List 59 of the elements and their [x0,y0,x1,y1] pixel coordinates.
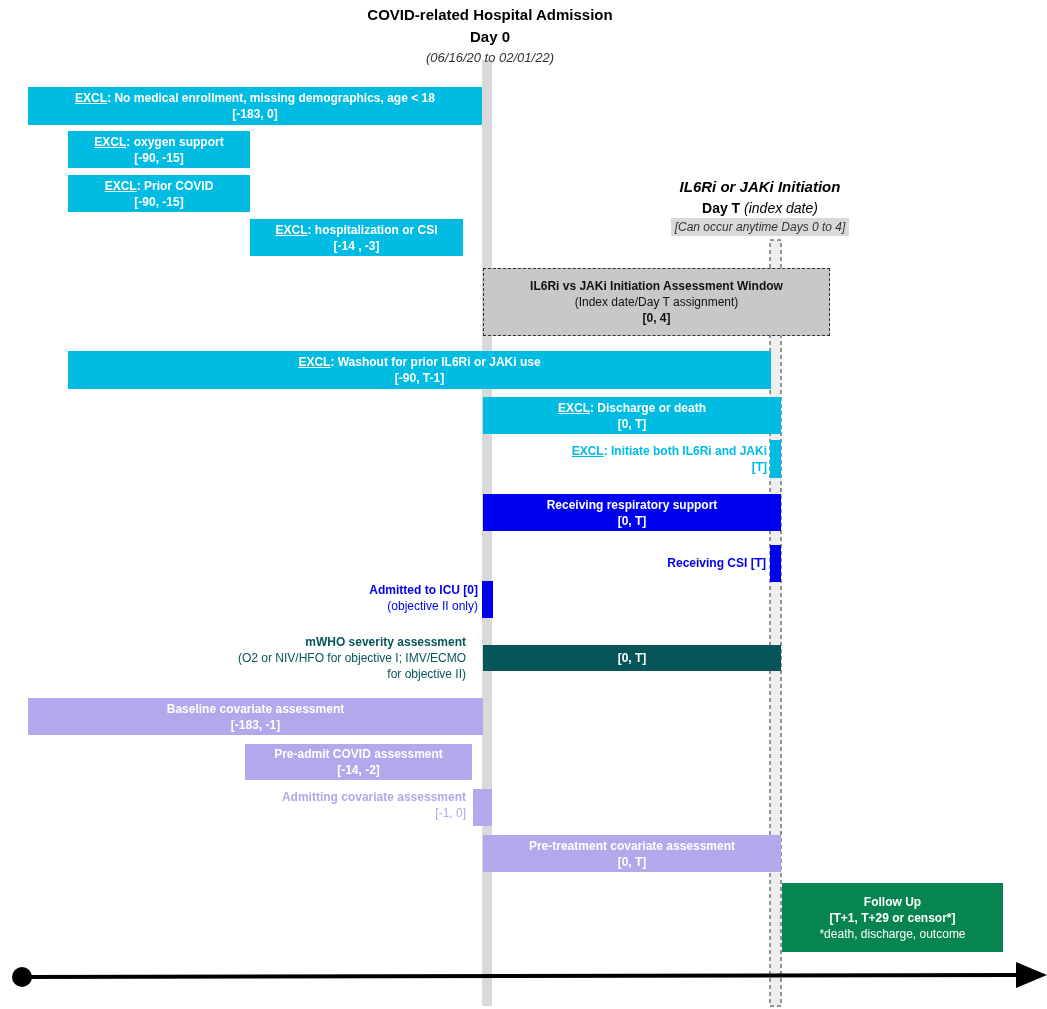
bar-range: [-183, -1] [230,716,281,733]
csi-bar [770,545,781,582]
icu-bar [482,581,493,618]
covariate-bar [483,835,781,872]
bar-note: Admitted to ICU [0] [369,582,478,598]
bar-title: EXCL: No medical enrollment, missing demographics, age < 18 [75,90,435,106]
bar-title: Follow Up [863,893,922,910]
exclusion-bar [68,131,250,168]
respiratory-support-bar [483,494,781,531]
bar-range: [0, T] [617,512,647,529]
covariate-bar [245,744,472,780]
index-heading: Day T (index date) [702,199,818,218]
bar-title: Receiving respiratory support [546,496,718,513]
bar-note: Receiving CSI [T] [667,555,766,571]
assessment-window-box [483,268,830,336]
bar-range: [-90, -15] [134,193,184,210]
exclusion-note: EXCL: Initiate both IL6Ri and JAKi [571,443,767,459]
axis-heading: COVID-related Hospital Admission [367,5,613,25]
bar-range: [0, T] [617,415,647,432]
axis-heading: Day 0 [470,27,510,47]
bar-range: [-14 , -3] [333,237,380,254]
date-range: (06/16/20 to 02/01/22) [426,49,554,67]
exclusion-note: [T] [751,459,767,475]
bar-note: (O2 or NIV/HFO for objective I; IMV/ECMO for objective II) [236,650,466,682]
bar-range: [-14, -2] [337,762,380,778]
exclusion-bar [68,175,250,212]
exclusion-bar [68,351,771,389]
bar-title: EXCL: hospitalization or CSI [275,221,438,238]
bar-range: (Index date/Day T assignment) [574,294,739,310]
covariate-bar [473,789,492,826]
severity-bar [483,645,781,671]
exclusion-bar [250,219,463,256]
bar-title: EXCL: oxygen support [94,133,224,150]
covariate-bar [28,698,483,735]
bar-range: [0, T] [617,853,647,870]
bar-range: [0, 4] [642,310,671,326]
index-heading: IL6Ri or JAKi Initiation [679,177,841,197]
bar-range: [-90, T-1] [394,370,445,386]
bar-title: Baseline covariate assessment [166,700,345,717]
bar-range: [-90, -15] [134,149,184,166]
bar-note: Admitting covariate assessment [281,789,466,805]
bar-title: EXCL: Washout for prior IL6Ri or JAKi use [298,354,541,370]
bar-note: (objective II only) [387,598,478,614]
bar-note: [-1, 0] [435,805,466,821]
index-note: [Can occur anytime Days 0 to 4] [670,218,850,236]
bar-title: Pre-treatment covariate assessment [528,837,736,854]
bar-title: [0, T] [617,650,647,666]
bar-range: [-183, 0] [232,106,278,122]
bar-note: mWHO severity assessment [305,634,466,650]
bar-title: EXCL: Discharge or death [557,399,706,416]
follow-up-box [782,883,1003,952]
exclusion-bar [28,87,482,125]
exclusion-bar [483,397,781,434]
bar-range: *death, discharge, outcome [819,925,966,942]
bar-range: [T+1, T+29 or censor*] [829,909,956,926]
bar-title: IL6Ri vs JAKi Initiation Assessment Window [530,278,783,294]
exclusion-bar [770,440,781,478]
bar-title: Pre-admit COVID assessment [274,746,443,762]
bar-title: EXCL: Prior COVID [104,177,214,194]
